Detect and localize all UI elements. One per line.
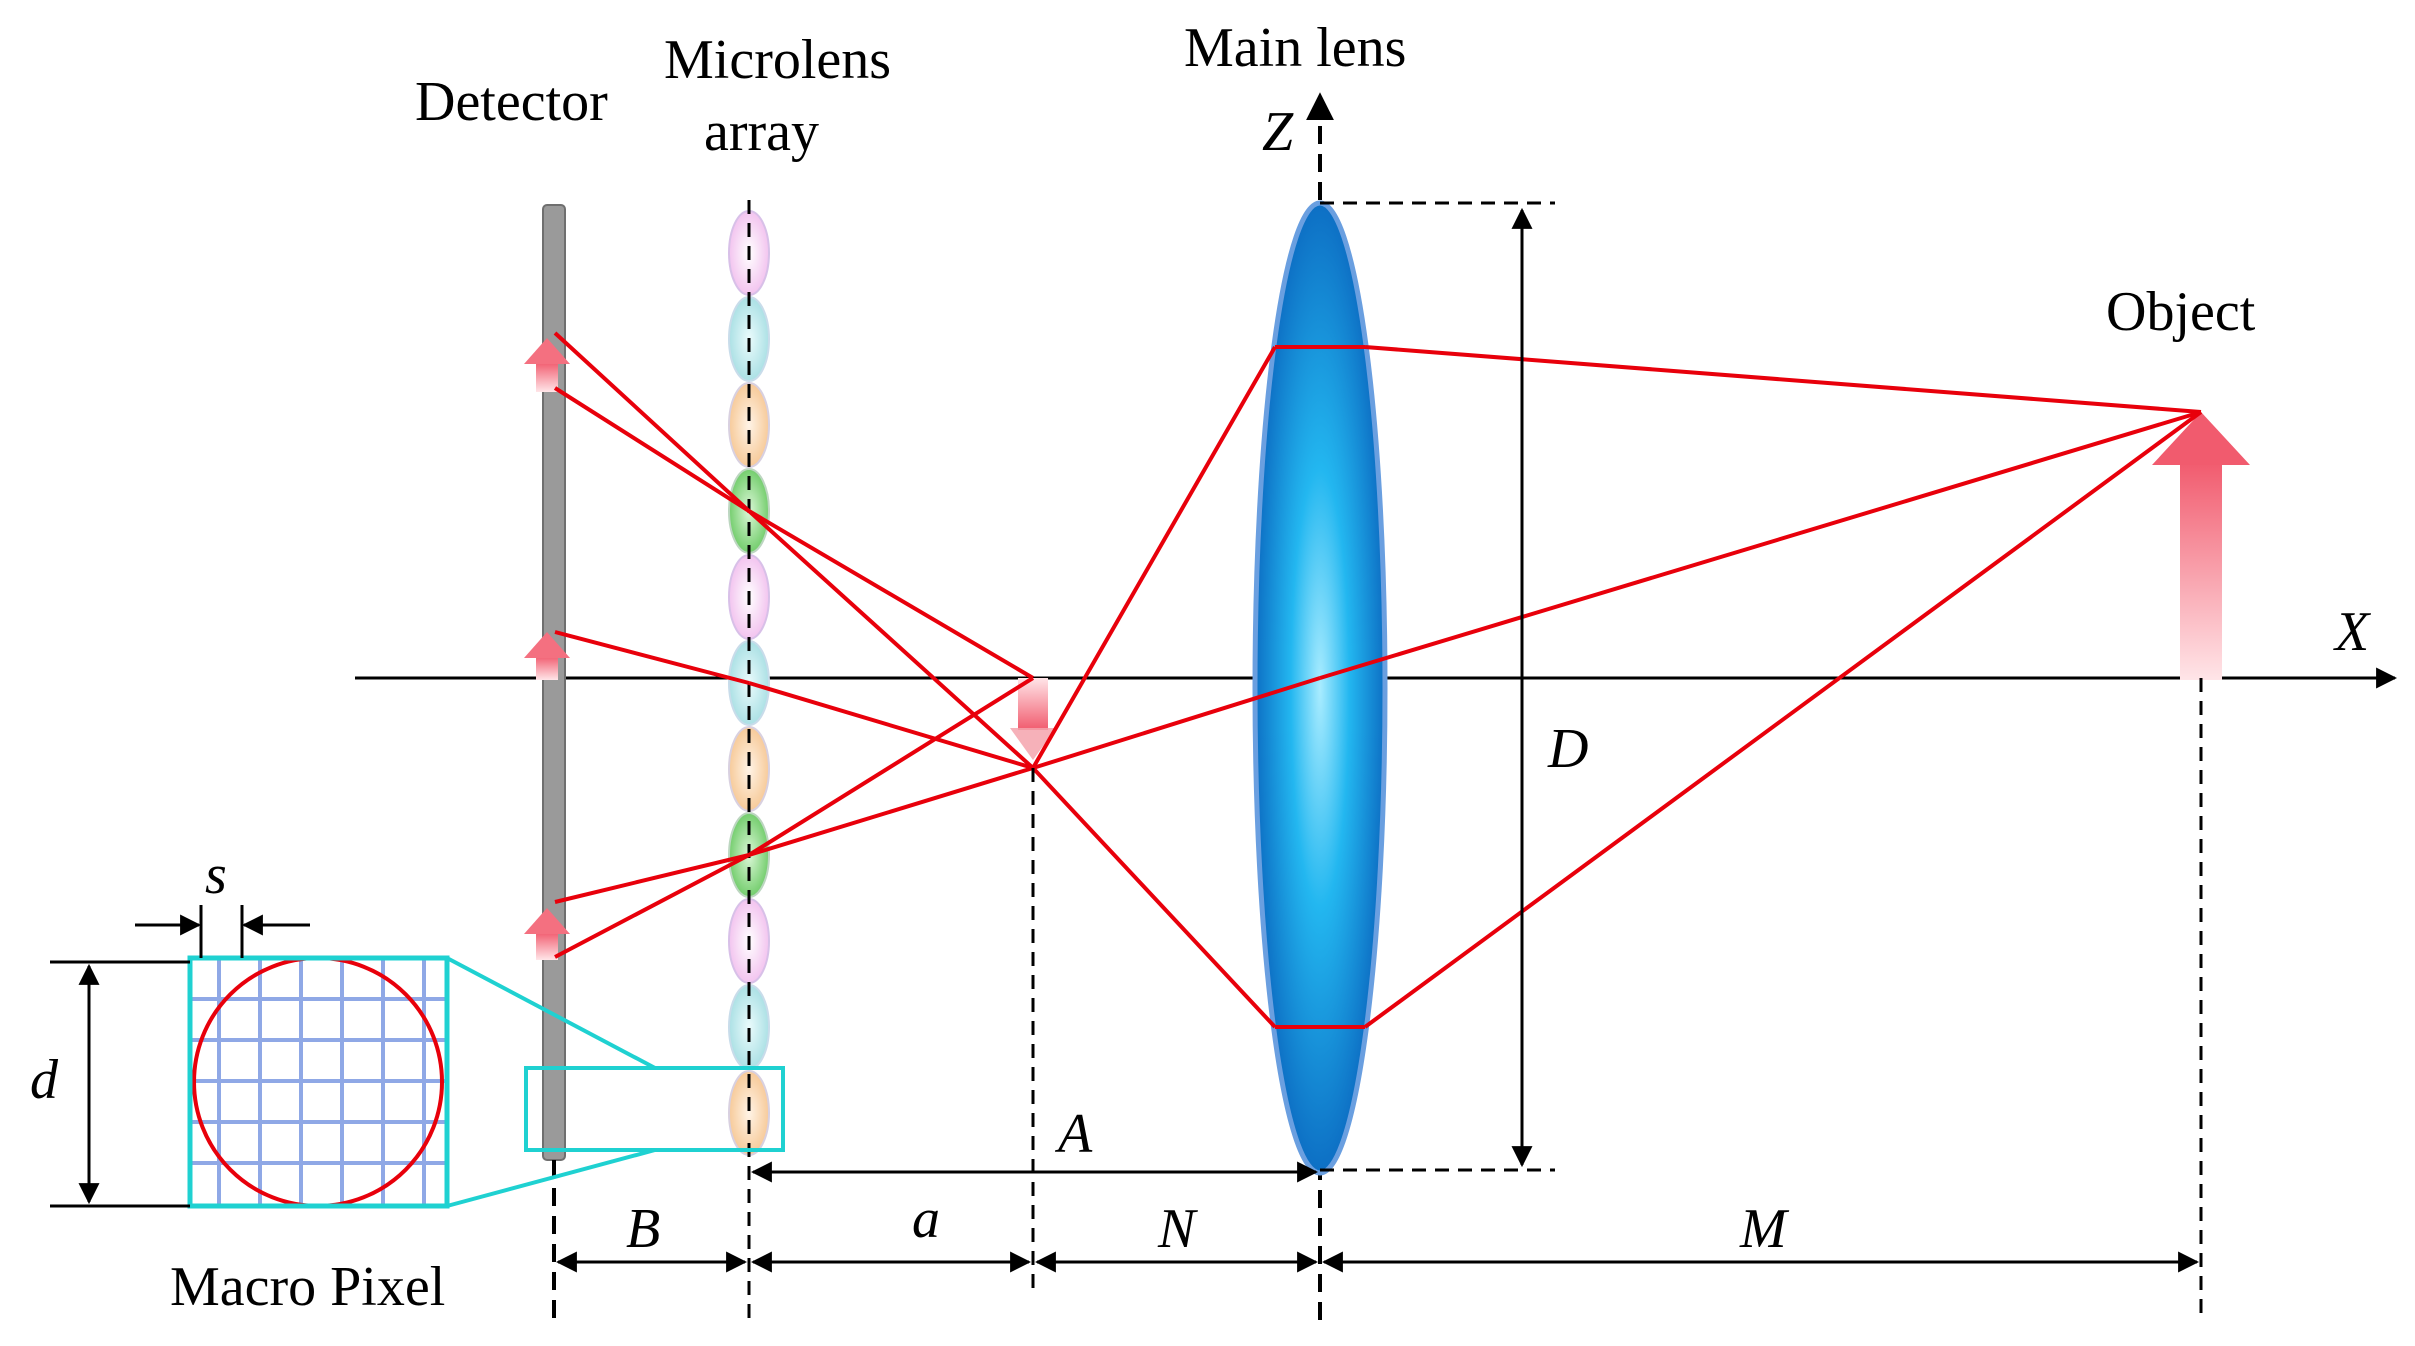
zoom-connector xyxy=(446,956,656,1070)
zoom-connector xyxy=(446,1148,656,1208)
detector-image-arrow xyxy=(524,632,570,680)
main-lens-label: Main lens xyxy=(1184,17,1406,79)
z-axis-label: Z xyxy=(1262,101,1294,163)
dimension-D-label: D xyxy=(1547,718,1588,780)
dimension-a-label: a xyxy=(912,1188,940,1250)
microlens-label-line1: Microlens xyxy=(664,29,891,91)
detector-image-arrow xyxy=(524,908,570,960)
microlens-label-line2: array xyxy=(704,101,819,163)
detector-image-arrow xyxy=(524,338,570,392)
dimension-A-label: A xyxy=(1054,1103,1093,1165)
object-arrow xyxy=(2152,412,2250,680)
dimension-M-label: M xyxy=(1739,1198,1790,1260)
object-label: Object xyxy=(2106,281,2256,343)
dimension-d-label: d xyxy=(30,1049,59,1111)
detector-label: Detector xyxy=(415,71,608,133)
x-axis-label: X xyxy=(2333,601,2372,663)
macro-pixel-grid xyxy=(190,958,447,1206)
macro-pixel-box xyxy=(187,955,450,1209)
intermediate-image-arrow xyxy=(1010,678,1056,760)
macro-pixel-label: Macro Pixel xyxy=(170,1256,445,1318)
dimension-s-label: s xyxy=(205,844,227,906)
dimension-N-label: N xyxy=(1157,1198,1198,1260)
light-rays xyxy=(553,331,2203,1029)
dimension-B-label: B xyxy=(626,1198,660,1260)
